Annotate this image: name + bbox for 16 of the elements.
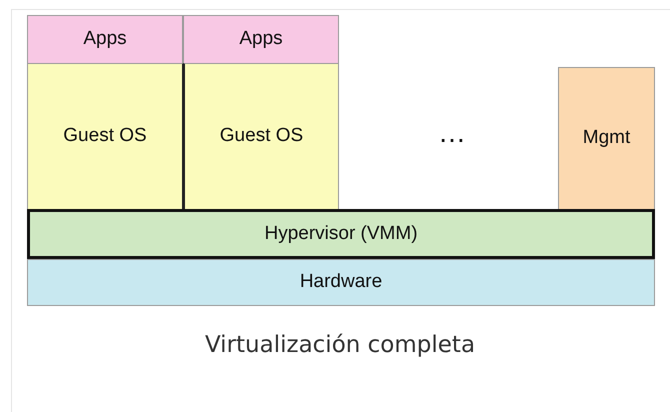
layer-box (183, 63, 339, 210)
layer-label: Guest OS (220, 124, 304, 148)
layer-box (27, 209, 655, 259)
layer-box (27, 63, 184, 210)
layer-label: Mgmt (582, 126, 630, 150)
layer-label: Hypervisor (VMM) (264, 222, 418, 246)
layer-label: Apps (239, 27, 283, 52)
layer-label: Hardware (300, 270, 382, 294)
layer-box (183, 15, 339, 64)
layer-label: Apps (83, 27, 127, 52)
caption: Virtualización completa (204, 331, 476, 360)
layer-box (27, 15, 183, 64)
layer-box (558, 67, 655, 210)
ellipsis-label: … (438, 116, 466, 150)
layer-box (27, 259, 655, 306)
layer-label: Guest OS (63, 124, 147, 148)
